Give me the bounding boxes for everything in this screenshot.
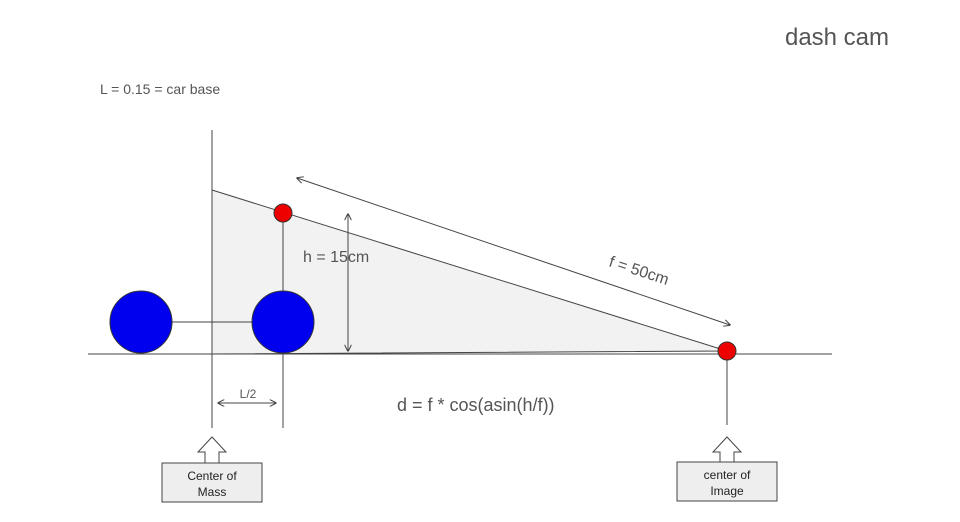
diagram-title: dash cam: [785, 24, 889, 51]
center-of-mass-line-1: Center of: [187, 469, 237, 483]
image-center-marker: [717, 341, 737, 361]
up-arrow-icon: [711, 436, 743, 463]
center-of-image-box: [676, 461, 778, 502]
focal-arrow: [297, 178, 730, 325]
up-arrow-icon: [196, 436, 228, 464]
center-of-image-line-1: center of: [704, 468, 751, 482]
distance-formula: d = f * cos(asin(h/f)): [397, 395, 555, 415]
center-of-mass-callout: Center of Mass: [161, 436, 263, 503]
center-of-mass-line-2: Mass: [198, 485, 227, 499]
height-label: h = 15cm: [303, 249, 369, 266]
focal-label: f = 50cm: [607, 254, 671, 289]
rear-wheel: [109, 290, 173, 354]
center-of-image-line-2: Image: [710, 484, 744, 498]
car-base-note: L = 0.15 = car base: [100, 81, 220, 97]
front-wheel: [251, 290, 315, 354]
camera-marker: [273, 203, 293, 223]
center-of-image-callout: center of Image: [676, 436, 778, 502]
half-base-label: L/2: [240, 387, 257, 401]
center-of-mass-box: [161, 462, 263, 503]
